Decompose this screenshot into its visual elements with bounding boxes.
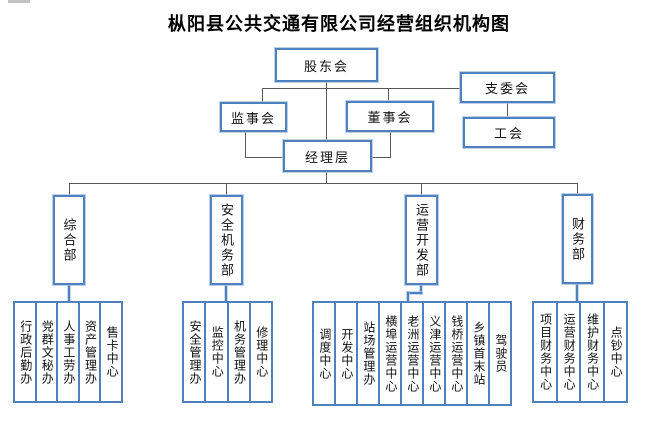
- connector-line: [262, 88, 460, 89]
- connector-line: [420, 284, 422, 294]
- node-label: 监事会: [230, 110, 276, 126]
- leaf-node: 横埠运营中心: [378, 301, 402, 406]
- connector-line: [225, 284, 227, 302]
- org-chart-title: 枞阳县公共交通有限公司经营组织机构图: [168, 14, 510, 34]
- node-dept-finance: 财务部: [562, 194, 593, 284]
- node-branch-committee: 支委会: [460, 72, 555, 103]
- leaf-group-general: 行政后勤办 党群文秘办 人事工劳办 资产管理办 售卡中心: [13, 301, 123, 403]
- connector-line: [68, 284, 70, 302]
- connector-line: [388, 88, 389, 101]
- leaf-node: 党群文秘办: [34, 301, 59, 403]
- node-dept-operations-development: 运营开发部: [405, 195, 438, 285]
- leaf-node: 驾驶员: [488, 301, 512, 406]
- connector-line: [226, 183, 227, 195]
- leaf-node: 站场管理办: [356, 301, 380, 406]
- connector-line: [577, 183, 578, 195]
- connector-line: [421, 183, 422, 195]
- leaf-group-operations: 调度中心 开发中心 站场管理办 横埠运营中心 老洲运营中心 义津运营中心 钱桥运…: [312, 301, 512, 406]
- leaf-node: 项目财务中心: [532, 301, 558, 403]
- connector-line: [326, 172, 327, 183]
- leaf-group-safety: 安全管理办 监控中心 机务管理办 修理中心: [182, 301, 273, 403]
- leaf-node: 运营财务中心: [555, 301, 581, 403]
- leaf-node: 调度中心: [312, 301, 336, 406]
- node-labor-union: 工会: [463, 117, 555, 148]
- connector-line: [407, 292, 409, 302]
- node-label: 安全机务部: [219, 202, 234, 278]
- node-dept-general: 综合部: [53, 195, 85, 285]
- node-label: 综合部: [61, 217, 77, 263]
- connector-line: [326, 82, 327, 140]
- node-label: 运营开发部: [414, 202, 429, 278]
- leaf-node: 义津运营中心: [422, 301, 446, 406]
- node-label: 支委会: [484, 81, 530, 96]
- leaf-node: 钱桥运营中心: [444, 301, 468, 406]
- node-label: 董事会: [367, 110, 413, 125]
- node-supervisors: 监事会: [220, 102, 287, 132]
- leaf-group-finance: 项目财务中心 运营财务中心 维护财务中心 点钞中心: [532, 301, 628, 403]
- leaf-node: 老洲运营中心: [400, 301, 424, 406]
- leaf-node: 行政后勤办: [13, 301, 37, 403]
- node-label: 财务部: [570, 216, 585, 262]
- leaf-node: 维护财务中心: [579, 301, 605, 403]
- connector-line: [407, 292, 422, 294]
- connector-line: [245, 157, 283, 158]
- scrollbar-artifact: [8, 0, 30, 3]
- connector-line: [69, 183, 578, 184]
- node-directors: 董事会: [346, 101, 434, 132]
- connector-line: [390, 132, 391, 157]
- node-dept-safety-machinery: 安全机务部: [210, 195, 243, 285]
- connector-line: [507, 103, 508, 117]
- leaf-node: 乡镇首末站: [466, 301, 490, 406]
- node-managers: 经理层: [283, 140, 372, 172]
- connector-line: [262, 88, 263, 102]
- leaf-node: 点钞中心: [602, 301, 628, 403]
- leaf-node: 人事工劳办: [56, 301, 80, 403]
- leaf-node: 监控中心: [204, 301, 229, 403]
- connector-line: [245, 132, 246, 157]
- connector-line: [69, 183, 70, 195]
- leaf-node: 修理中心: [248, 301, 273, 403]
- leaf-node: 开发中心: [334, 301, 358, 406]
- connector-line: [372, 157, 391, 158]
- leaf-node: 机务管理办: [226, 301, 251, 403]
- node-shareholders: 股东会: [275, 48, 378, 82]
- node-label: 股东会: [303, 58, 349, 74]
- connector-line: [576, 283, 578, 302]
- leaf-node: 资产管理办: [77, 301, 102, 403]
- leaf-node: 售卡中心: [99, 301, 123, 403]
- node-label: 工会: [493, 126, 524, 141]
- node-label: 经理层: [304, 149, 350, 165]
- leaf-node: 安全管理办: [182, 301, 207, 403]
